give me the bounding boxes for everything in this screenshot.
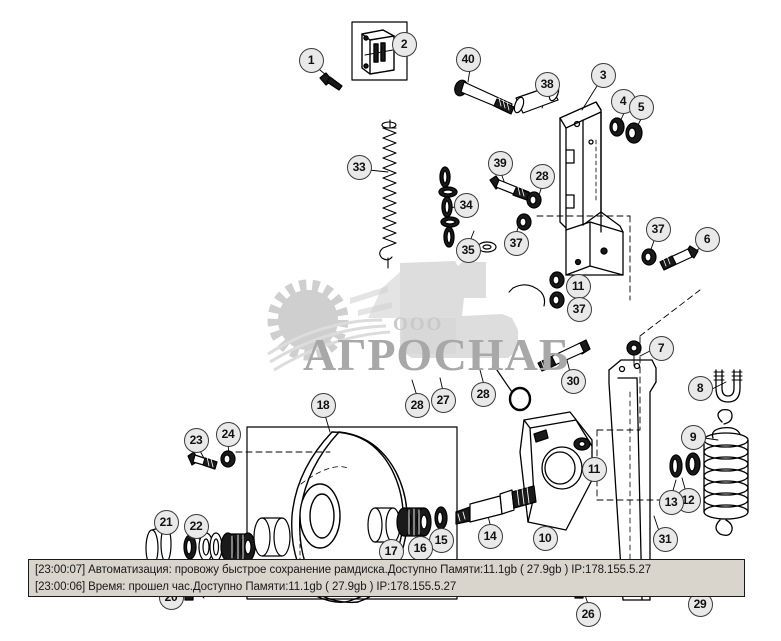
part-nut-37-right [641, 248, 657, 266]
callout-37-right[interactable]: 37 [645, 216, 671, 242]
callout-9[interactable]: 9 [680, 424, 706, 450]
part-washer-13 [669, 454, 683, 478]
callout-18[interactable]: 18 [310, 392, 336, 418]
callout-23[interactable]: 23 [183, 427, 209, 453]
callout-6[interactable]: 6 [694, 226, 720, 252]
callout-27[interactable]: 27 [430, 387, 456, 413]
part-nut-assembly-25 [220, 532, 256, 562]
part-nut-7 [626, 340, 642, 367]
part-ubolt-8 [713, 369, 743, 403]
callout-28[interactable]: 28 [404, 392, 430, 418]
callout-11[interactable]: 11 [565, 273, 591, 299]
part-nut-24 [220, 450, 236, 468]
callout-35[interactable]: 35 [455, 237, 481, 263]
part-spring-9 [703, 408, 749, 536]
log-message: Автоматизация: провожу быстрое сохранени… [88, 564, 651, 576]
callout-28-upper[interactable]: 28 [529, 163, 555, 189]
callout-33[interactable]: 33 [346, 154, 372, 180]
callout-16[interactable]: 16 [407, 535, 433, 561]
part-spring-33 [379, 119, 397, 269]
part-nut-37-mid [549, 291, 565, 309]
callout-10[interactable]: 10 [532, 525, 558, 551]
part-washer-15 [434, 506, 448, 530]
callout-5[interactable]: 5 [628, 94, 654, 120]
callout-1[interactable]: 1 [298, 47, 324, 73]
part-shaft-14 [455, 485, 537, 525]
callout-12[interactable]: 12 [675, 487, 701, 513]
part-nut-5 [625, 122, 643, 144]
callout-31[interactable]: 31 [652, 526, 678, 552]
part-nut-11-lower [573, 437, 591, 451]
part-arm-31 [608, 359, 657, 601]
callout-15[interactable]: 15 [428, 527, 454, 553]
callout-14[interactable]: 14 [477, 523, 503, 549]
part-cable-27 [508, 284, 546, 307]
part-nut-11-upper [549, 271, 565, 289]
callout-30[interactable]: 30 [560, 368, 586, 394]
part-bolt-39 [489, 175, 531, 201]
part-rod-27 [496, 369, 513, 393]
callout-13[interactable]: 13 [658, 489, 684, 515]
log-line: [23:00:06]Время: прошел час.Доступно Пам… [35, 579, 744, 596]
part-main-bracket-3 [559, 101, 624, 276]
callout-22[interactable]: 22 [183, 513, 209, 539]
part-bolt-23 [187, 451, 218, 470]
part-bolt-40 [454, 79, 515, 115]
part-chain-34 [438, 166, 460, 248]
callout-2[interactable]: 2 [391, 31, 417, 57]
part-link-35 [477, 241, 497, 253]
callout-24[interactable]: 24 [215, 421, 241, 447]
log-timestamp: [23:00:07] [35, 564, 86, 576]
callout-39[interactable]: 39 [487, 150, 513, 176]
callout-37[interactable]: 37 [503, 230, 529, 256]
part-cap-21 [145, 525, 172, 567]
part-nut-28-upper [526, 191, 542, 209]
part-lever-10 [519, 411, 593, 531]
part-nut-16 [396, 507, 432, 537]
part-hub-17 [367, 507, 401, 543]
callout-37-mid[interactable]: 37 [566, 296, 592, 322]
part-bracket-2 [361, 29, 395, 75]
part-hub-left [253, 517, 291, 557]
status-log-bar: [23:00:07]Автоматизация: провожу быстрое… [28, 559, 745, 597]
part-bolt-6 [659, 245, 699, 271]
callout-28-mid[interactable]: 28 [470, 381, 496, 407]
callout-26[interactable]: 26 [575, 601, 601, 627]
callout-38[interactable]: 38 [534, 71, 560, 97]
callout-11-lower[interactable]: 11 [581, 456, 607, 482]
callout-34[interactable]: 34 [453, 192, 479, 218]
callout-40[interactable]: 40 [455, 46, 481, 72]
part-nut-4 [609, 117, 625, 137]
part-washer-22 [183, 534, 197, 560]
log-line: [23:00:07]Автоматизация: провожу быстрое… [35, 562, 744, 579]
callout-8[interactable]: 8 [687, 375, 713, 401]
log-timestamp: [23:00:06] [35, 581, 86, 593]
part-washer-12 [685, 452, 701, 476]
part-bolt-30 [537, 339, 591, 372]
callout-7[interactable]: 7 [648, 335, 674, 361]
part-bolt-1 [319, 72, 343, 91]
part-nut-37-upper [516, 213, 532, 231]
part-ring-28 [508, 386, 532, 412]
log-message: Время: прошел час.Доступно Памяти:11.1gb… [88, 581, 457, 593]
assembly-guide-lines [225, 215, 701, 501]
callout-21[interactable]: 21 [153, 509, 179, 535]
callout-3[interactable]: 3 [590, 62, 616, 88]
